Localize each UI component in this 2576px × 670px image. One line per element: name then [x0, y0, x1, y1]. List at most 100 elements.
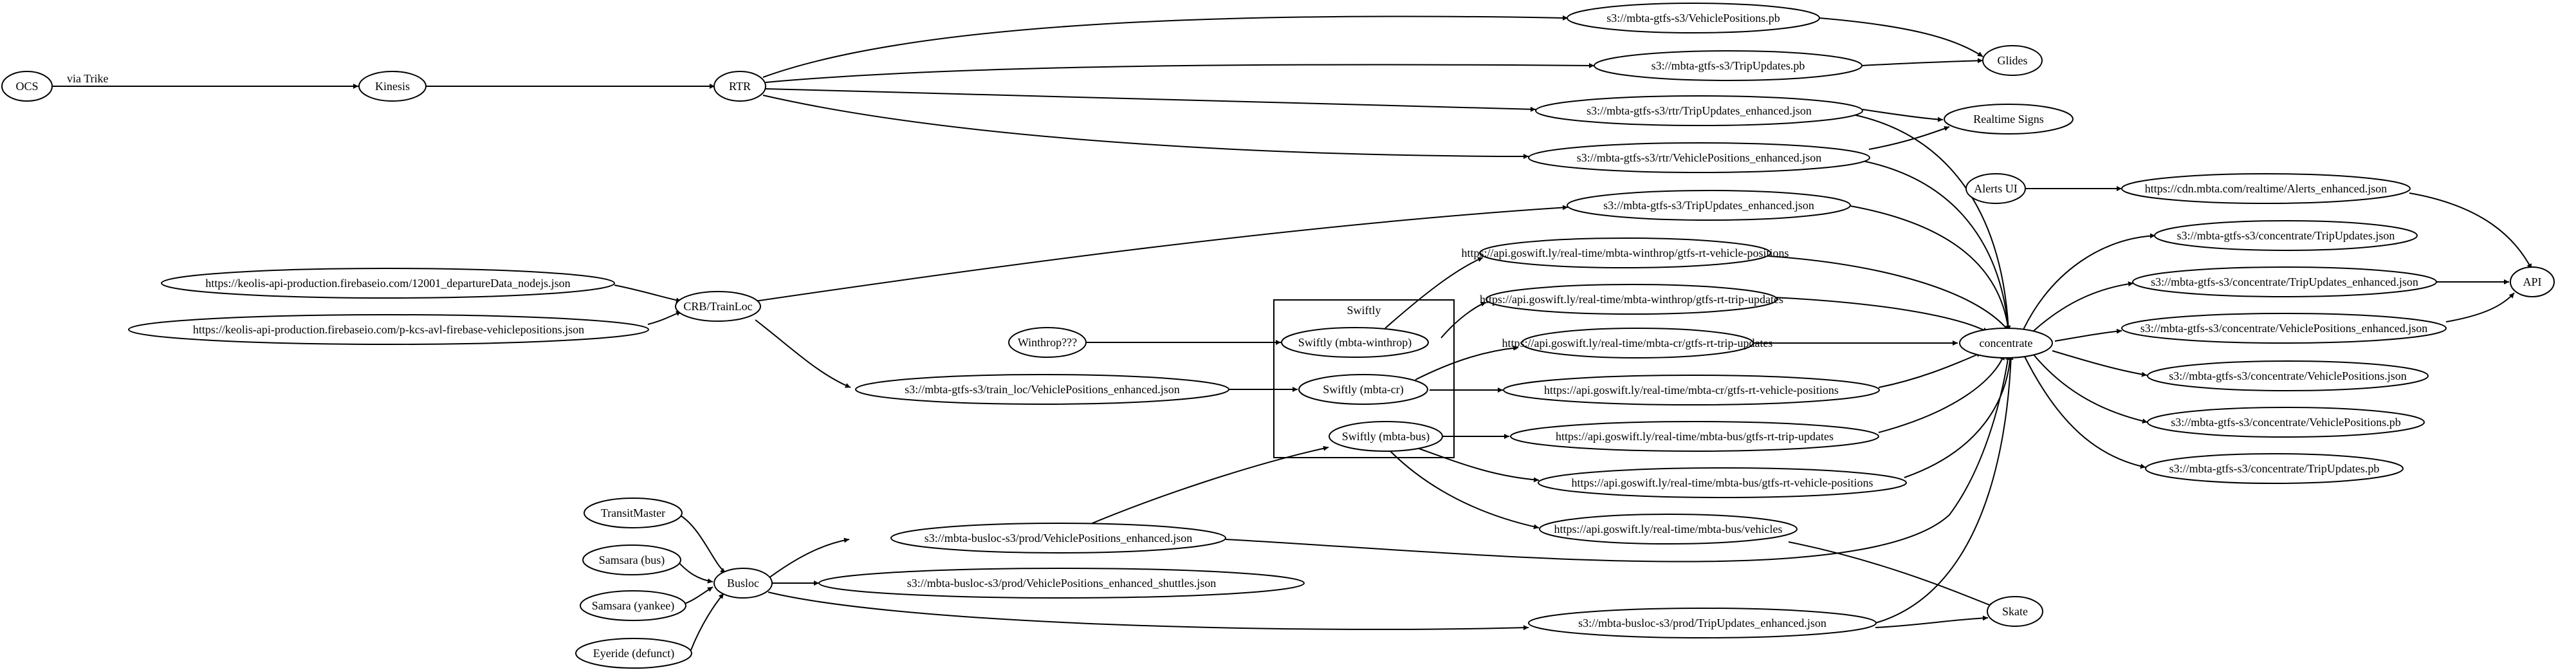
- node-concentrate-label: concentrate: [1980, 337, 2033, 349]
- node-concentrate-tripupdates-pb[interactable]: s3://mbta-gtfs-s3/concentrate/TripUpdate…: [2145, 453, 2404, 484]
- node-swiftly-bus-tu[interactable]: https://api.goswift.ly/real-time/mbta-bu…: [1510, 421, 1879, 452]
- node-api[interactable]: API: [2510, 266, 2555, 297]
- node-samsara-bus-label: Samsara (bus): [599, 554, 665, 567]
- edge-swiftly-bus-vp-concentrate: [1904, 354, 2013, 478]
- edge-busloc-tu-enhanced: [768, 591, 1529, 631]
- edge-busloc-vp-enhanced: [768, 537, 850, 579]
- node-realtime-signs[interactable]: Realtime Signs: [1944, 104, 2074, 135]
- edge-keolis1-crb: [614, 284, 682, 303]
- node-swiftly-bus-vehicles-label: https://api.goswift.ly/real-time/mbta-bu…: [1554, 523, 1783, 535]
- node-swiftly-mbta-bus-label: Swiftly (mbta-bus): [1342, 430, 1430, 443]
- node-concentrate-vehiclepositions-pb-label: s3://mbta-gtfs-s3/concentrate/VehiclePos…: [2171, 416, 2400, 429]
- node-swiftly-mbta-cr[interactable]: Swiftly (mbta-cr): [1298, 374, 1428, 405]
- node-swiftly-cr-tu-label: https://api.goswift.ly/real-time/mbta-cr…: [1502, 337, 1773, 349]
- node-concentrate-vehiclepositions-json[interactable]: s3://mbta-gtfs-s3/concentrate/VehiclePos…: [2147, 360, 2429, 391]
- node-swiftly-bus-vp-label: https://api.goswift.ly/real-time/mbta-bu…: [1572, 476, 1873, 489]
- edge-busloc-vp-enhanced-swiftly-bus: [1085, 445, 1329, 526]
- node-transitmaster[interactable]: TransitMaster: [584, 498, 683, 528]
- node-swiftly-cr-vp[interactable]: https://api.goswift.ly/real-time/mbta-cr…: [1503, 375, 1880, 405]
- node-rtr-tripupdates-enhanced-label: s3://mbta-gtfs-s3/rtr/TripUpdates_enhanc…: [1587, 104, 1812, 117]
- edge-swiftly-bus-vehicles: [1389, 450, 1540, 530]
- edge-crb-tripupdates-enhanced: [746, 205, 1569, 303]
- node-swiftly-winthrop-vp-label: https://api.goswift.ly/real-time/mbta-wi…: [1462, 247, 1789, 259]
- node-winthrop[interactable]: Winthrop???: [1008, 327, 1087, 358]
- node-swiftly-cr-vp-label: https://api.goswift.ly/real-time/mbta-cr…: [1544, 384, 1839, 396]
- node-skate[interactable]: Skate: [1987, 596, 2043, 627]
- edge-swiftly-wt-vp-concentrate: [1769, 256, 2009, 331]
- edge-tripupdates-enhanced-concentrate: [1850, 205, 2010, 331]
- node-swiftly-bus-vehicles[interactable]: https://api.goswift.ly/real-time/mbta-bu…: [1539, 514, 1798, 544]
- edge-crb-trainloc-vp: [755, 319, 851, 388]
- swiftly-cluster-label: Swiftly: [1347, 304, 1381, 317]
- edge-vehiclepositions-pb-glides: [1819, 17, 1983, 57]
- node-concentrate-tripupdates-json[interactable]: s3://mbta-gtfs-s3/concentrate/TripUpdate…: [2154, 220, 2418, 251]
- edge-rtr-vp-enhanced-concentrate: [1862, 160, 2011, 331]
- swiftly-cluster: Swiftly: [1273, 299, 1455, 458]
- node-concentrate-tripupdates-pb-label: s3://mbta-gtfs-s3/concentrate/TripUpdate…: [2169, 462, 2380, 475]
- node-swiftly-mbta-winthrop[interactable]: Swiftly (mbta-winthrop): [1281, 327, 1429, 358]
- edge-concentrate-c-vp-enhanced: [2054, 328, 2122, 342]
- edge-busloc-tu-enhanced-concentrate: [1875, 354, 2014, 624]
- node-kinesis[interactable]: Kinesis: [358, 71, 427, 102]
- node-rtr[interactable]: RTR: [713, 71, 766, 102]
- node-concentrate-tripupdates-enhanced[interactable]: s3://mbta-gtfs-s3/concentrate/TripUpdate…: [2132, 266, 2437, 297]
- edge-rtr-vehiclepositions-pb: [762, 15, 1569, 78]
- node-swiftly-mbta-bus[interactable]: Swiftly (mbta-bus): [1329, 421, 1443, 452]
- node-alerts-ui[interactable]: Alerts UI: [1965, 173, 2026, 204]
- node-eyeride-label: Eyeride (defunct): [593, 647, 674, 660]
- node-skate-label: Skate: [2002, 605, 2028, 618]
- node-concentrate-vehiclepositions-pb[interactable]: s3://mbta-gtfs-s3/concentrate/VehiclePos…: [2147, 407, 2425, 438]
- node-concentrate-vehiclepositions-enhanced[interactable]: s3://mbta-gtfs-s3/concentrate/VehiclePos…: [2121, 313, 2447, 344]
- node-crb-trainloc-label: CRB/TrainLoc: [683, 300, 752, 313]
- node-tripupdates-pb[interactable]: s3://mbta-gtfs-s3/TripUpdates.pb: [1594, 50, 1863, 81]
- node-busloc-tripupdates-enhanced[interactable]: s3://mbta-busloc-s3/prod/TripUpdates_enh…: [1528, 608, 1877, 638]
- node-tripupdates-enhanced[interactable]: s3://mbta-gtfs-s3/TripUpdates_enhanced.j…: [1567, 190, 1851, 221]
- node-api-label: API: [2523, 275, 2541, 288]
- node-keolis-vehiclepositions[interactable]: https://keolis-api-production.firebaseio…: [128, 314, 649, 345]
- node-busloc-vehiclepositions-enhanced-label: s3://mbta-busloc-s3/prod/VehiclePosition…: [925, 532, 1192, 544]
- edge-samsara-yankee-busloc: [684, 586, 713, 604]
- node-rtr-tripupdates-enhanced[interactable]: s3://mbta-gtfs-s3/rtr/TripUpdates_enhanc…: [1535, 95, 1863, 126]
- node-swiftly-winthrop-tu[interactable]: https://api.goswift.ly/real-time/mbta-wi…: [1480, 284, 1783, 315]
- edge-concentrate-c-tu-pb: [2023, 355, 2146, 469]
- node-samsara-yankee-label: Samsara (yankee): [592, 599, 674, 613]
- edge-swiftly-bus-vp: [1415, 447, 1540, 483]
- node-rtr-label: RTR: [729, 80, 751, 93]
- node-busloc-vehiclepositions-enhanced[interactable]: s3://mbta-busloc-s3/prod/VehiclePosition…: [890, 523, 1226, 554]
- edges: via Trike: [53, 15, 2532, 651]
- edge-concentrate-c-vp-pb: [2032, 353, 2148, 424]
- node-busloc-vehiclepositions-shuttles[interactable]: s3://mbta-busloc-s3/prod/VehiclePosition…: [818, 568, 1305, 599]
- node-busloc[interactable]: Busloc: [713, 568, 773, 599]
- edge-alerts-enhanced-api: [2409, 192, 2532, 270]
- node-glides[interactable]: Glides: [1982, 45, 2043, 76]
- node-realtime-signs-label: Realtime Signs: [1973, 113, 2044, 126]
- node-busloc-vehiclepositions-shuttles-label: s3://mbta-busloc-s3/prod/VehiclePosition…: [907, 577, 1216, 590]
- node-keolis-departure-data[interactable]: https://keolis-api-production.firebaseio…: [161, 268, 615, 299]
- node-tripupdates-enhanced-label: s3://mbta-gtfs-s3/TripUpdates_enhanced.j…: [1603, 199, 1814, 212]
- node-swiftly-cr-tu[interactable]: https://api.goswift.ly/real-time/mbta-cr…: [1502, 328, 1773, 358]
- edge-rtr-vp-enhanced-realtime-signs: [1868, 126, 1950, 150]
- node-busloc-label: Busloc: [727, 577, 759, 590]
- node-alerts-enhanced[interactable]: https://cdn.mbta.com/realtime/Alerts_enh…: [2121, 173, 2411, 204]
- node-swiftly-winthrop-vp[interactable]: https://api.goswift.ly/real-time/mbta-wi…: [1462, 237, 1789, 268]
- node-concentrate-tripupdates-enhanced-label: s3://mbta-gtfs-s3/concentrate/TripUpdate…: [2151, 275, 2418, 288]
- node-eyeride[interactable]: Eyeride (defunct): [575, 638, 692, 669]
- edge-swiftly-wt-tu-concentrate: [1772, 297, 1989, 333]
- node-samsara-bus[interactable]: Samsara (bus): [582, 544, 681, 575]
- edge-samsara-bus-busloc: [678, 562, 713, 584]
- node-concentrate[interactable]: concentrate: [1959, 328, 2053, 358]
- edge-rtr-rtr-tripupdates-enhanced: [765, 88, 1536, 112]
- edge-busloc-vp-enhanced-concentrate: [1225, 354, 2010, 563]
- node-samsara-yankee[interactable]: Samsara (yankee): [580, 590, 686, 621]
- node-ocs-label: OCS: [15, 80, 38, 93]
- node-vehiclepositions-pb[interactable]: s3://mbta-gtfs-s3/VehiclePositions.pb: [1567, 3, 1820, 33]
- node-crb-trainloc[interactable]: CRB/TrainLoc: [675, 291, 761, 322]
- node-rtr-vehiclepositions-enhanced[interactable]: s3://mbta-gtfs-s3/rtr/VehiclePositions_e…: [1528, 142, 1870, 173]
- edge-swiftly-bus-vehicles-skate: [1788, 541, 1995, 608]
- node-ocs[interactable]: OCS: [1, 71, 53, 102]
- edge-keolis2-crb: [647, 311, 682, 325]
- node-swiftly-bus-vp[interactable]: https://api.goswift.ly/real-time/mbta-bu…: [1538, 467, 1907, 498]
- edge-rtr-tu-enhanced-concentrate: [1852, 114, 2011, 331]
- node-trainloc-vehiclepositions-enhanced[interactable]: s3://mbta-gtfs-s3/train_loc/VehiclePosit…: [855, 374, 1229, 405]
